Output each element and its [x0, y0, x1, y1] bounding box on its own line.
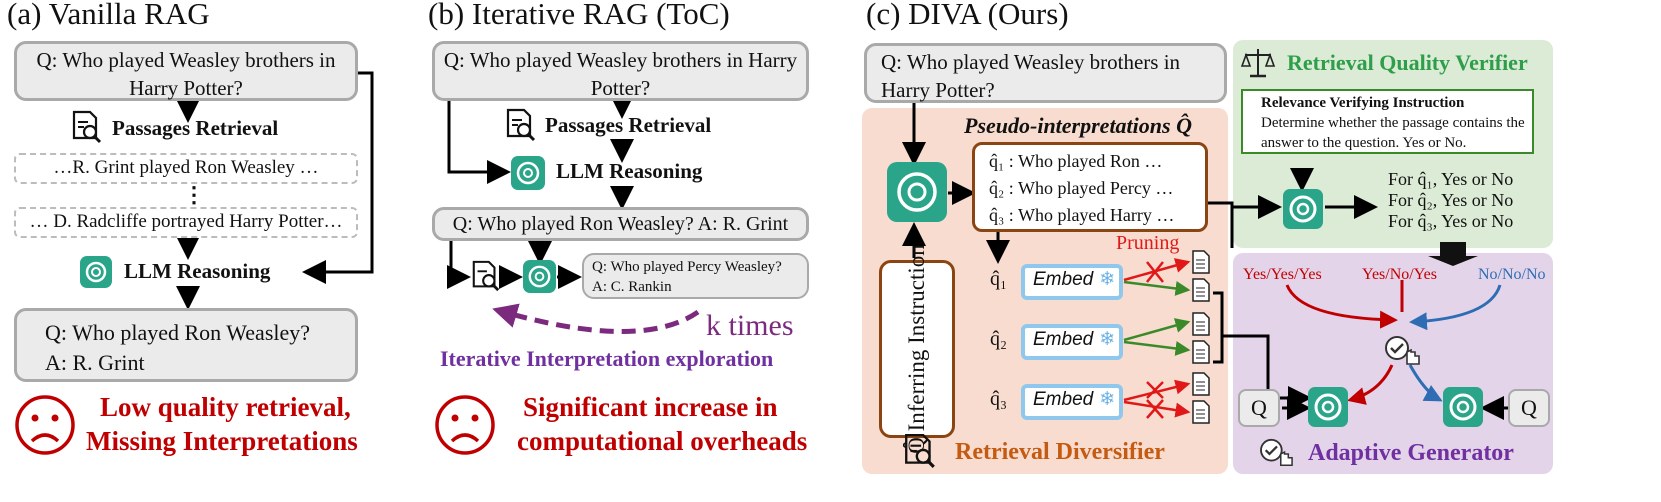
- problem-line-1: Low quality retrieval,: [100, 392, 351, 422]
- sad-face-icon: [433, 393, 497, 457]
- question-token-box: Q: [1508, 389, 1550, 427]
- instruction-title: Relevance Verifying Instruction: [1261, 95, 1465, 111]
- panel-b-title: (b) Iterative RAG (ToC): [428, 0, 730, 31]
- check-pointer-icon: [1383, 334, 1423, 368]
- verifying-instruction-box: Relevance Verifying Instruction Determin…: [1241, 89, 1534, 154]
- question-token-box: Q: [1238, 389, 1280, 427]
- search-doc-icon: [504, 108, 538, 142]
- pruning-label: Pruning: [1116, 232, 1180, 254]
- case-mixed: Yes/No/Yes: [1362, 266, 1438, 283]
- passages-retrieval-label: Passages Retrieval: [112, 116, 279, 140]
- openai-icon: [887, 162, 947, 222]
- verifier-title: Retrieval Quality Verifier: [1287, 50, 1528, 75]
- openai-icon: [1283, 189, 1323, 229]
- answer-box: Q: Who played Ron Weasley? A: R. Grint: [14, 308, 358, 382]
- case-all-no: No/No/No: [1478, 266, 1546, 283]
- panel-a-title: (a) Vanilla RAG: [7, 0, 210, 31]
- embed-label: Embed: [1033, 329, 1094, 350]
- q2-label: q̂₂: [990, 328, 1007, 350]
- embed-box: Embed❄: [1021, 324, 1123, 360]
- openai-icon: [1443, 387, 1483, 427]
- answer-value: A: R. Grint: [45, 350, 145, 375]
- pseudo-interpretations-title: Pseudo-interpretations Q̂: [964, 113, 1192, 139]
- passage-item: …R. Grint played Ron Weasley …: [14, 153, 358, 184]
- exploration-label: Iterative Interpretation exploration: [440, 346, 774, 371]
- sad-face-icon: [13, 393, 77, 457]
- problem-line-2: computational overheads: [517, 426, 808, 456]
- embed-label: Embed: [1033, 389, 1094, 410]
- qa-question: Q: Who played Percy Weasley?: [592, 259, 782, 275]
- openai-icon: [1308, 387, 1348, 427]
- k-times-label: k times: [706, 309, 794, 342]
- retrieval-diversifier-label: Retrieval Diversifier: [955, 439, 1165, 465]
- passage-text: …R. Grint played Ron Weasley …: [53, 157, 319, 178]
- search-doc-icon: [470, 260, 502, 292]
- qa-text: Q: Who played Ron Weasley? A: R. Grint: [452, 213, 789, 235]
- pseudo-title-text: Pseudo-interpretations: [964, 113, 1171, 138]
- case-all-yes: Yes/Yes/Yes: [1243, 266, 1322, 283]
- check-pointer-icon: [1258, 437, 1296, 469]
- interpretation-item: q̂₂ : Who played Percy …: [989, 178, 1174, 198]
- instruction-body: Determine whether the passage contains t…: [1261, 115, 1525, 151]
- verdict-item: For q̂₁, Yes or No: [1388, 169, 1514, 189]
- qa-box: Q: Who played Ron Weasley? A: R. Grint: [432, 207, 809, 241]
- interpretation-item: q̂₃ : Who played Harry …: [989, 205, 1175, 225]
- embed-box: Embed❄: [1021, 384, 1123, 420]
- search-doc-icon: [70, 110, 104, 144]
- problem-line-2: Missing Interpretations: [86, 426, 358, 456]
- verdict-item: For q̂₂, Yes or No: [1388, 190, 1514, 210]
- llm-reasoning-label: LLM Reasoning: [124, 259, 271, 283]
- openai-icon: [523, 260, 556, 293]
- pseudo-symbol: Q̂: [1176, 113, 1192, 138]
- inferring-instruction-label: Q̂ Inferring Instruction: [904, 244, 929, 454]
- verdicts: For q̂₁, Yes or No For q̂₂, Yes or No Fo…: [1388, 169, 1513, 232]
- problem-line-1: Significant increase in: [523, 392, 778, 422]
- embed-label: Embed: [1033, 269, 1094, 290]
- qa-box-small: Q: Who played Percy Weasley? A: C. Ranki…: [582, 253, 809, 299]
- question-token: Q: [1251, 395, 1267, 420]
- passage-item: … D. Radcliffe portrayed Harry Potter…: [14, 207, 358, 238]
- interpretations-box: q̂₁ : Who played Ron … q̂₂ : Who played …: [972, 142, 1208, 232]
- verdict-item: For q̂₃, Yes or No: [1388, 211, 1514, 231]
- question-text: Q: Who played Weasley brothers in Harry …: [36, 48, 336, 100]
- question-text: Q: Who played Weasley brothers in Harry …: [881, 50, 1181, 102]
- inferring-instruction-box: [879, 260, 955, 438]
- embed-box: Embed❄: [1021, 264, 1123, 300]
- search-doc-icon: [902, 432, 938, 470]
- passage-text: … D. Radcliffe portrayed Harry Potter…: [29, 211, 343, 232]
- question-box: Q: Who played Weasley brothers in Harry …: [864, 43, 1227, 103]
- question-box: Q: Who played Weasley brothers in Harry …: [432, 41, 809, 101]
- interpretation-item: q̂₁ : Who played Ron …: [989, 151, 1163, 171]
- passages-retrieval-label: Passages Retrieval: [545, 113, 712, 137]
- snowflake-icon: ❄: [1099, 389, 1116, 410]
- qa-answer: A: C. Rankin: [592, 279, 672, 295]
- openai-icon: [511, 156, 545, 190]
- q3-label: q̂₃: [990, 388, 1007, 410]
- question-token: Q: [1521, 395, 1537, 420]
- answer-question: Q: Who played Ron Weasley?: [45, 320, 311, 345]
- openai-icon: [80, 256, 112, 288]
- q1-label: q̂₁: [990, 268, 1007, 290]
- question-box: Q: Who played Weasley brothers in Harry …: [14, 41, 358, 101]
- snowflake-icon: ❄: [1099, 329, 1116, 350]
- llm-reasoning-label: LLM Reasoning: [556, 159, 703, 183]
- question-text: Q: Who played Weasley brothers in Harry …: [443, 48, 798, 100]
- panel-c-title: (c) DIVA (Ours): [866, 0, 1069, 31]
- adaptive-generator-label: Adaptive Generator: [1308, 440, 1514, 466]
- snowflake-icon: ❄: [1099, 269, 1116, 290]
- scale-icon: [1240, 46, 1276, 80]
- ellipsis: ⋮: [183, 182, 205, 207]
